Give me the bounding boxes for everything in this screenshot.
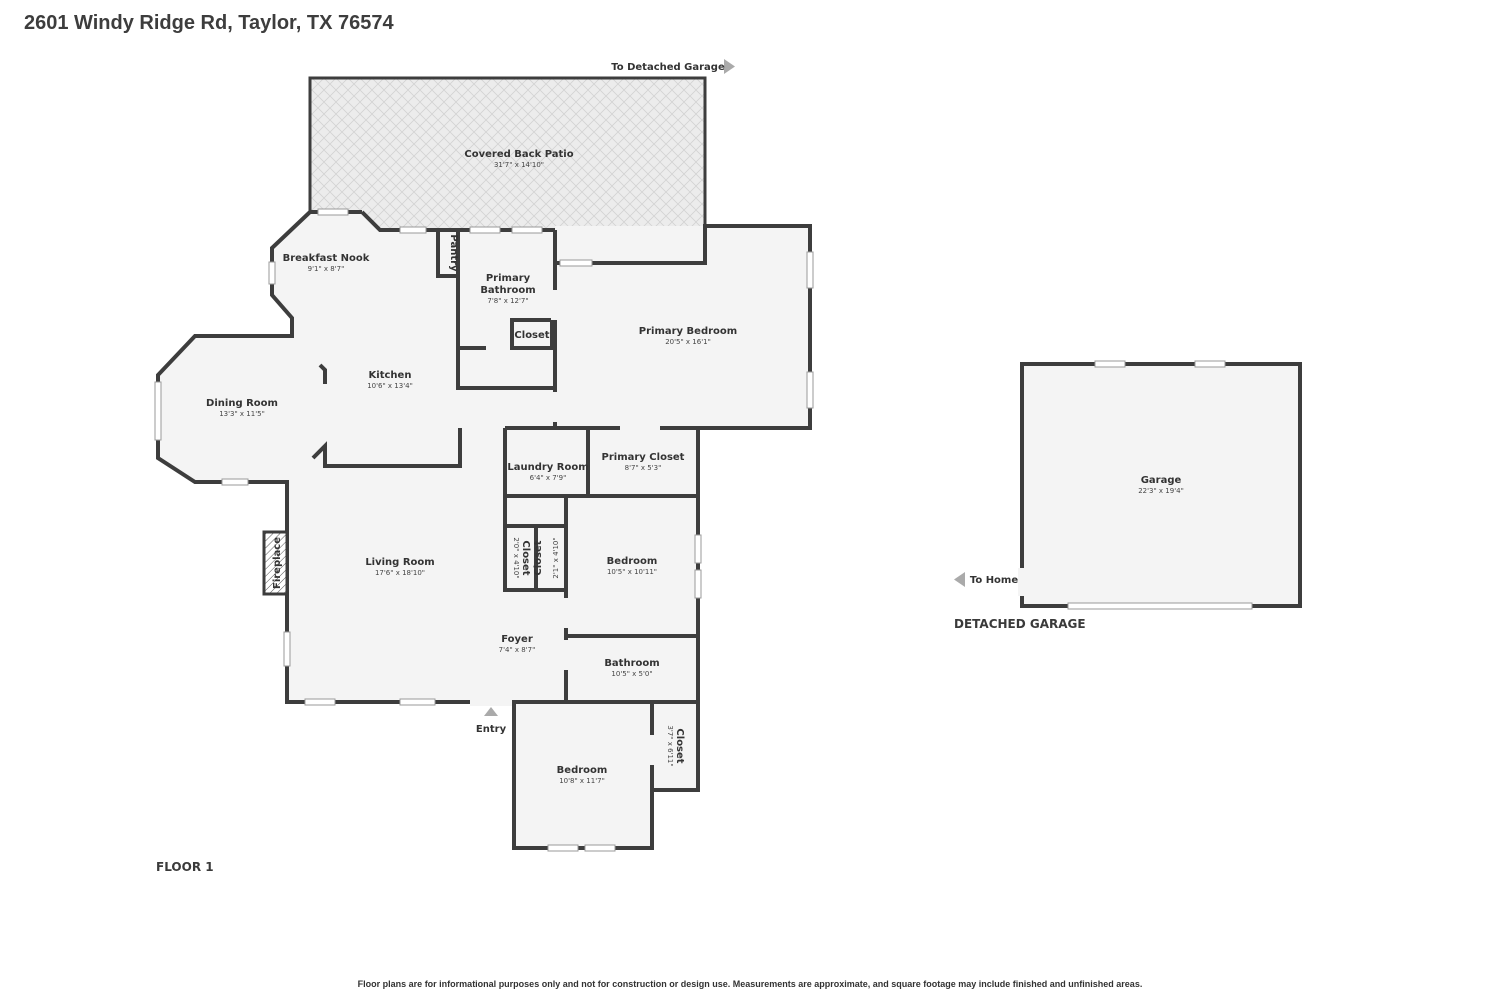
primary-bath-closet-name: Closet	[514, 330, 549, 341]
bedroom3-name: Bedroom	[557, 765, 608, 776]
arrow-right-icon	[724, 59, 735, 74]
to-home-label: To Home	[970, 575, 1019, 586]
nook-name: Breakfast Nook	[283, 253, 370, 264]
garage-dim: 22'3" x 19'4"	[1138, 487, 1184, 495]
laundry-dim: 6'4" x 7'9"	[530, 474, 567, 482]
foyer-dim: 7'4" x 8'7"	[499, 646, 536, 654]
entry-label: Entry	[476, 724, 507, 735]
closet-b-name: Closet	[533, 540, 544, 575]
floor-label: FLOOR 1	[156, 860, 214, 874]
patio-dim: 31'7" x 14'10"	[494, 161, 544, 169]
primary-bath-dim: 7'8" x 12'7"	[487, 297, 528, 305]
disclaimer: Floor plans are for informational purpos…	[357, 979, 1143, 989]
detached-garage-label: DETACHED GARAGE	[954, 617, 1086, 631]
primary-closet-dim: 8'7" x 5'3"	[625, 464, 662, 472]
garage-building	[1018, 360, 1302, 610]
closet-c-name: Closet	[674, 728, 685, 763]
dining-name: Dining Room	[206, 398, 278, 409]
door-openings	[470, 290, 660, 765]
fireplace	[262, 530, 289, 596]
bathroom-dim: 10'5" x 5'0"	[611, 670, 652, 678]
laundry-name: Laundry Room	[507, 462, 588, 473]
bedroom2-name: Bedroom	[607, 556, 658, 567]
bathroom-name: Bathroom	[604, 658, 659, 669]
primary-closet-name: Primary Closet	[602, 452, 685, 463]
to-garage-label: To Detached Garage	[611, 62, 725, 73]
windows	[154, 208, 814, 852]
closet-b-dim: 2'1" x 4'10"	[552, 537, 560, 578]
closet-a-dim: 2'0" x 4'10"	[512, 537, 520, 578]
primary-bedroom-dim: 20'5" x 16'1"	[665, 338, 711, 346]
patio-area	[308, 76, 707, 263]
fireplace-name: Fireplace	[272, 537, 283, 589]
primary-bedroom-name: Primary Bedroom	[639, 326, 737, 337]
living-dim: 17'6" x 18'10"	[375, 569, 425, 577]
primary-bath-name-2: Bathroom	[480, 285, 535, 296]
entry-arrow-icon	[484, 707, 498, 716]
arrow-left-icon	[954, 572, 965, 587]
foyer-name: Foyer	[501, 634, 533, 645]
closet-a-name: Closet	[520, 540, 531, 575]
patio-name: Covered Back Patio	[464, 149, 573, 160]
nook-dim: 9'1" x 8'7"	[308, 265, 345, 273]
bedroom2-dim: 10'5" x 10'11"	[607, 568, 657, 576]
dining-dim: 13'3" x 11'5"	[219, 410, 265, 418]
kitchen-name: Kitchen	[369, 370, 412, 381]
bedroom3-dim: 10'8" x 11'7"	[559, 777, 605, 785]
pantry-name: Pantry	[448, 234, 459, 272]
kitchen-dim: 10'6" x 13'4"	[367, 382, 413, 390]
property-address-title: 2601 Windy Ridge Rd, Taylor, TX 76574	[24, 12, 394, 34]
primary-bath-name-1: Primary	[486, 273, 531, 284]
garage-name: Garage	[1141, 475, 1182, 486]
main-floor-fill	[158, 212, 810, 848]
living-name: Living Room	[365, 557, 434, 568]
closet-c-dim: 3'7" x 6'11"	[666, 725, 674, 766]
